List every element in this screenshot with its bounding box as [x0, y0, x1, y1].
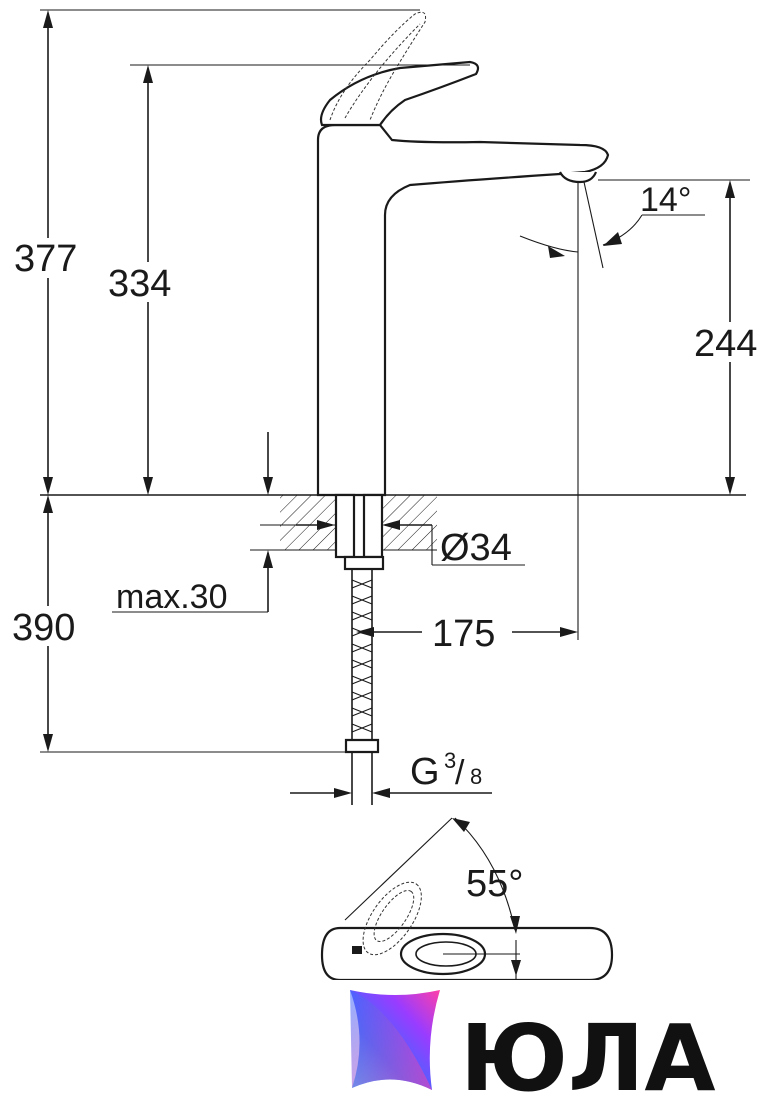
logo: ЮЛА — [350, 990, 716, 1100]
dim-244: 244 — [598, 179, 768, 495]
label-175: 175 — [432, 613, 495, 655]
countertop-section — [280, 495, 437, 551]
dim-377: 377 — [10, 9, 420, 495]
dim-390: 390 — [10, 495, 346, 753]
top-view: 55° — [320, 817, 620, 990]
label-thread-g: G — [410, 751, 440, 793]
label-thread-denominator: 8 — [470, 764, 482, 789]
label-334: 334 — [108, 263, 171, 305]
supply-hose — [344, 569, 380, 805]
label-hole-diameter: Ø34 — [440, 527, 512, 569]
dim-max-thickness: max.30 — [112, 432, 335, 616]
logo-mark-icon — [350, 990, 440, 1090]
faucet-body — [316, 11, 610, 497]
label-390: 390 — [12, 607, 75, 649]
mounting-shank — [334, 493, 385, 571]
label-14-degrees: 14° — [640, 181, 691, 219]
dim-14-degrees: 14° — [519, 181, 705, 640]
dim-connection-thread: G 3 / 8 — [290, 748, 492, 798]
dim-334: 334 — [106, 64, 470, 495]
svg-text:/: / — [455, 754, 465, 792]
logo-text: ЮЛА — [460, 1005, 716, 1100]
label-thread-numerator: 3 — [444, 748, 456, 773]
dim-175: 175 — [356, 613, 578, 655]
label-377: 377 — [14, 238, 77, 280]
label-max-thickness: max.30 — [116, 578, 228, 616]
dim-hole-diameter: Ø34 — [296, 520, 525, 569]
label-55-degrees: 55° — [466, 863, 523, 905]
label-244: 244 — [694, 323, 757, 365]
